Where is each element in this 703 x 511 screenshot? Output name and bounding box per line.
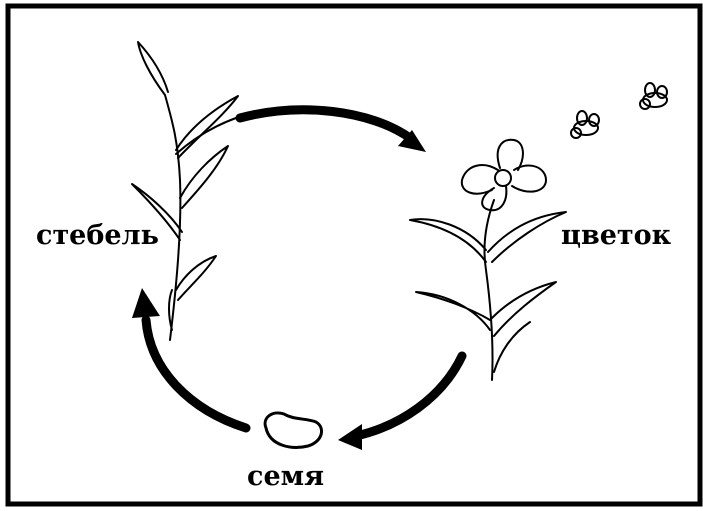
- bee-icon: [571, 111, 599, 138]
- frame: [8, 6, 700, 504]
- stem-label: стебель: [36, 222, 159, 249]
- stem-plant-icon: [132, 42, 238, 340]
- cycle-arrow-icon: [132, 110, 462, 450]
- bee-icon: [640, 83, 667, 109]
- seed-icon: [265, 413, 321, 447]
- seed-label: семя: [247, 463, 324, 490]
- flowering-plant-icon: [410, 140, 566, 380]
- flower-label: цветок: [561, 222, 671, 249]
